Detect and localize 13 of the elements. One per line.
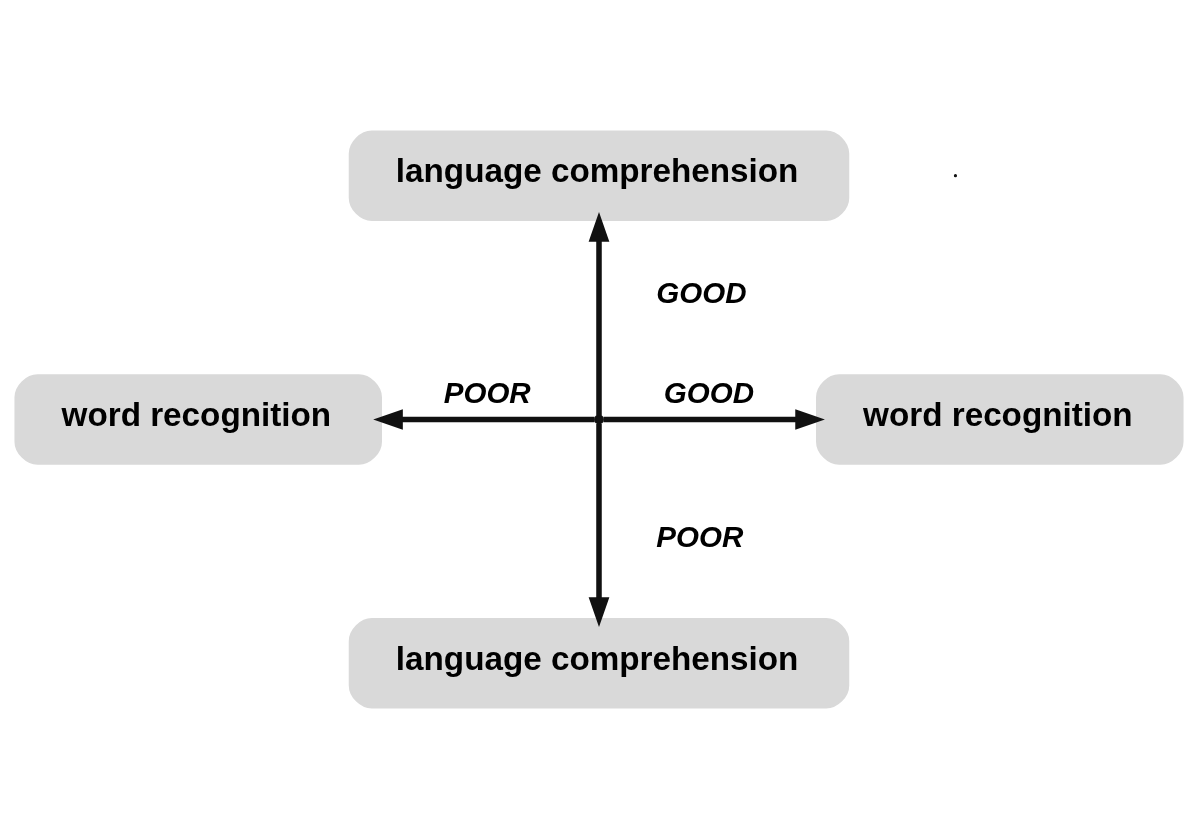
node-box: word recognition [816, 374, 1184, 465]
arrow [588, 424, 610, 627]
edge-label: GOOD [656, 275, 747, 309]
edge-label: POOR [656, 519, 744, 553]
node-box: word recognition [14, 374, 382, 465]
arrow [373, 409, 595, 430]
edge-label: GOOD [663, 375, 755, 409]
edge-label: POOR [443, 375, 531, 409]
node-point [594, 414, 604, 425]
arrow [588, 212, 610, 416]
node-box: language comprehension [348, 618, 850, 709]
arrow [603, 409, 825, 430]
node-box: language comprehension [348, 130, 850, 221]
